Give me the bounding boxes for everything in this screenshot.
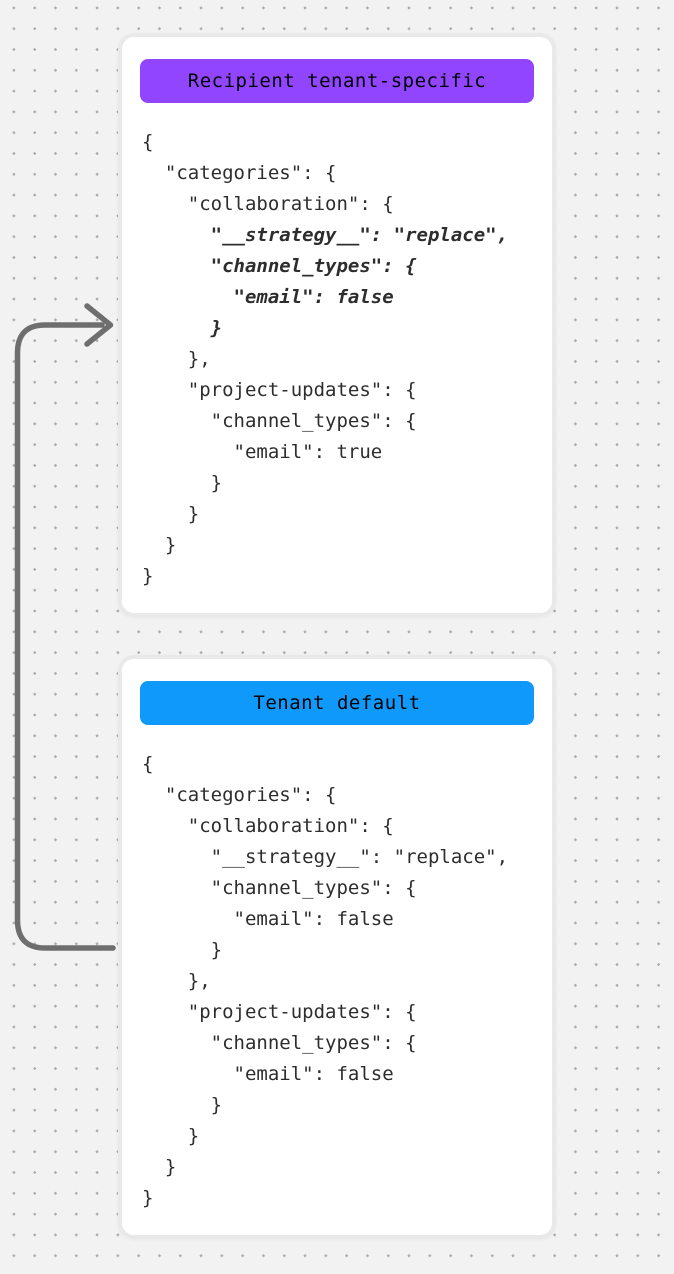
code-line: {: [142, 753, 154, 775]
code-line: "__strategy__": "replace",: [142, 846, 509, 868]
code-line: "categories": {: [142, 784, 337, 806]
code-line: }: [142, 503, 200, 525]
code-line: "email": true: [142, 441, 383, 463]
arrow-stroke-group: [14, 303, 116, 951]
code-line: {: [142, 131, 154, 153]
code-line: "categories": {: [142, 162, 337, 184]
arrow-shaft: [14, 322, 116, 951]
code-line: "email": false: [142, 908, 394, 930]
code-line: },: [142, 970, 211, 992]
code-line: "project-updates": {: [142, 1001, 417, 1023]
code-line: "collaboration": {: [142, 815, 394, 837]
tenant-default-json-code: { "categories": { "collaboration": { "__…: [140, 749, 534, 1214]
code-line: }: [142, 534, 177, 556]
code-line: "collaboration": {: [142, 193, 394, 215]
code-line: "email": false: [142, 1063, 394, 1085]
recipient-json-code: { "categories": { "collaboration": { "__…: [140, 127, 534, 592]
tenant-default-badge: Tenant default: [140, 681, 534, 725]
recipient-tenant-specific-badge: Recipient tenant-specific: [140, 59, 534, 103]
code-line: "email": false: [142, 286, 394, 308]
code-line: "project-updates": {: [142, 379, 417, 401]
code-line: }: [142, 1156, 177, 1178]
code-line: }: [142, 472, 223, 494]
code-line: }: [142, 1125, 200, 1147]
code-line: "channel_types": {: [142, 255, 417, 277]
code-line: }: [142, 1187, 154, 1209]
code-line: "channel_types": {: [142, 1032, 417, 1054]
recipient-tenant-specific-card: Recipient tenant-specific { "categories"…: [118, 33, 556, 617]
tenant-default-card: Tenant default { "categories": { "collab…: [118, 655, 556, 1239]
code-line: }: [142, 1094, 223, 1116]
code-line: }: [142, 939, 223, 961]
code-line: }: [142, 565, 154, 587]
code-line: }: [142, 317, 223, 339]
code-line: },: [142, 348, 211, 370]
code-line: "channel_types": {: [142, 877, 417, 899]
arrow-head-icon: [84, 303, 114, 347]
code-line: "__strategy__": "replace",: [142, 224, 509, 246]
code-line: "channel_types": {: [142, 410, 417, 432]
